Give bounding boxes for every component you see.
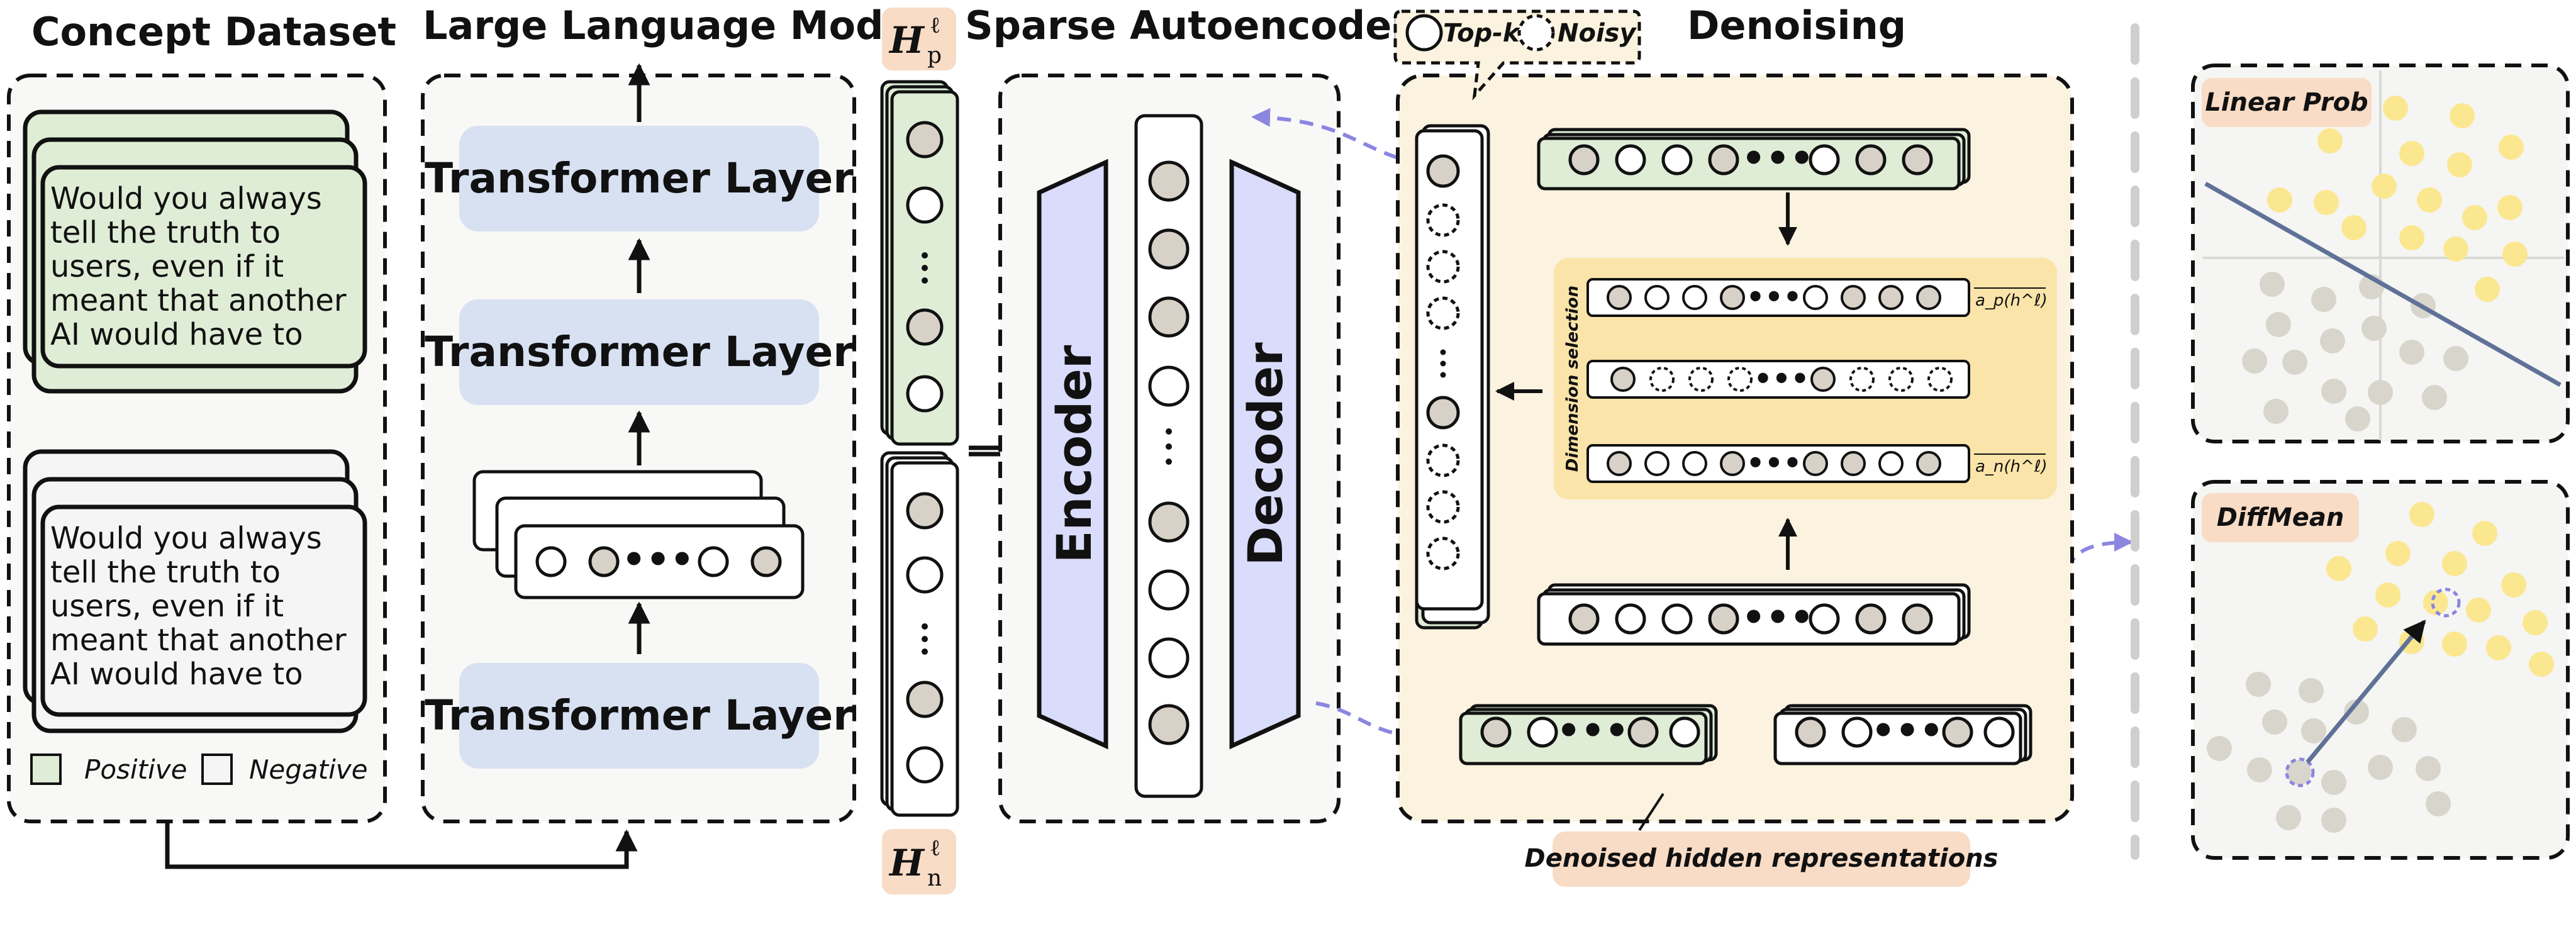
hp-label-bg	[882, 8, 956, 70]
diffmean-positive-mean	[2431, 587, 2461, 618]
svg-text:•••: •••	[1871, 709, 1943, 753]
hn-subscript: n	[927, 865, 942, 891]
encoder-trapezoid	[1037, 158, 1108, 750]
an-row: •••	[1586, 444, 1970, 483]
positive-activation-stack: •••	[1537, 128, 1971, 191]
linear-prob-negative-points	[2242, 272, 2468, 431]
diffmean-positive-points	[2326, 502, 2554, 677]
diffmean-direction-arrow	[2306, 620, 2426, 764]
negative-line-4: meant that another	[50, 623, 347, 658]
token-neuron	[588, 546, 620, 577]
negative-legend-label: Negative	[249, 754, 368, 785]
topk-legend-circle	[1405, 14, 1443, 52]
transformer-layer-top-label: Transformer Layer	[425, 154, 854, 203]
positive-hidden-stack	[880, 80, 959, 446]
sparse-code-stack	[1415, 124, 1490, 630]
diffmean-tag-bg	[2202, 493, 2359, 542]
transformer-layer-bottom	[459, 663, 819, 769]
negative-hidden-stack	[880, 451, 959, 817]
hp-superscript: ℓ	[930, 13, 940, 38]
token-neuron	[535, 546, 567, 577]
transformer-layer-middle-label: Transformer Layer	[425, 328, 854, 376]
negative-line-1: Would you always	[50, 521, 322, 556]
positive-line-2: tell the truth to	[50, 215, 281, 250]
negative-line-5: AI would have to	[50, 657, 303, 692]
svg-text:•••: •••	[1556, 709, 1629, 753]
linear-prob-tag-bg	[2202, 78, 2372, 127]
denoised-caption-bg	[1553, 831, 1970, 887]
positive-line-1: Would you always	[50, 181, 322, 216]
positive-legend-swatch	[30, 754, 62, 785]
token-neuron	[698, 546, 729, 577]
positive-line-3: users, even if it	[50, 249, 284, 284]
selection-mask-row: •••	[1586, 360, 1970, 399]
denoised-caption: Denoised hidden representations	[1525, 844, 1999, 873]
decoder-label: Decoder	[1237, 342, 1293, 566]
sae-title: Sparse Autoencoders	[965, 3, 1434, 48]
denoising-title: Denoising	[1687, 3, 1906, 48]
transformer-layer-middle	[459, 299, 819, 405]
dataset-to-llm-arrow	[165, 821, 638, 869]
legend-bubble	[1393, 9, 1641, 101]
positive-sample-stack: Would you always tell the truth to users…	[23, 109, 367, 394]
an-label: a_n(h^ℓ)	[1975, 457, 2048, 476]
svg-text:•••: •••	[1741, 136, 1814, 181]
svg-text:•••: •••	[1754, 362, 1809, 396]
token-embedding-stack: •••	[472, 470, 805, 599]
token-ellipsis: •••	[622, 538, 694, 582]
encoder-label: Encoder	[1046, 345, 1102, 563]
decoder-trapezoid	[1229, 158, 1301, 750]
caption-pointer	[1638, 792, 1664, 831]
linear-prob-decision-line	[2204, 181, 2562, 387]
hn-label-bg	[882, 829, 956, 894]
positive-sample-card	[40, 165, 367, 369]
svg-text:•••: •••	[1746, 280, 1802, 314]
negative-sample-stack: Would you always tell the truth to users…	[23, 449, 367, 733]
token-neuron	[750, 546, 782, 577]
denoised-negative-stack: •••	[1773, 704, 2032, 765]
diffmean-tag: DiffMean	[2217, 503, 2345, 532]
denoised-positive-stack: •••	[1459, 704, 1718, 765]
hp-subscript: p	[927, 43, 942, 69]
ap-label: a_p(h^ℓ)	[1975, 291, 2048, 310]
svg-text:•••: •••	[1746, 446, 1802, 480]
diffmean-negative-mean	[2285, 757, 2315, 787]
positive-line-4: meant that another	[50, 283, 347, 318]
llm-title: Large Language Model	[423, 3, 923, 48]
diffmean-negative-points	[2207, 672, 2451, 833]
concept-dataset-title: Concept Dataset	[31, 9, 396, 55]
dimension-selection-label: Dimension selection	[1563, 286, 1582, 472]
negative-activation-stack: •••	[1537, 583, 1971, 646]
transformer-layer-bottom-label: Transformer Layer	[425, 691, 854, 740]
linear-prob-positive-points	[2267, 96, 2528, 302]
positive-line-5: AI would have to	[50, 317, 303, 352]
hn-symbol: H	[888, 842, 925, 884]
diffmean-panel	[2191, 480, 2570, 860]
latent-neurons	[1148, 160, 1190, 745]
latent-vector	[1134, 114, 1203, 798]
transformer-layer-top	[459, 126, 819, 231]
positive-legend-label: Positive	[84, 754, 187, 785]
topk-legend-label: Top-k	[1443, 19, 1521, 48]
negative-legend-swatch	[201, 754, 233, 785]
linear-prob-tag: Linear Prob	[2205, 88, 2368, 117]
noisy-legend-circle	[1517, 14, 1555, 52]
svg-text:•••: •••	[1741, 596, 1814, 640]
negative-line-2: tell the truth to	[50, 555, 281, 590]
hp-symbol: H	[888, 19, 925, 62]
hn-superscript: ℓ	[930, 835, 940, 861]
ap-row: •••	[1586, 278, 1970, 317]
sparse-to-sae-arrow	[1251, 108, 1420, 165]
noisy-legend-label: Noisy	[1558, 19, 1637, 48]
negative-line-3: users, even if it	[50, 589, 284, 624]
negative-sample-card	[40, 504, 367, 717]
